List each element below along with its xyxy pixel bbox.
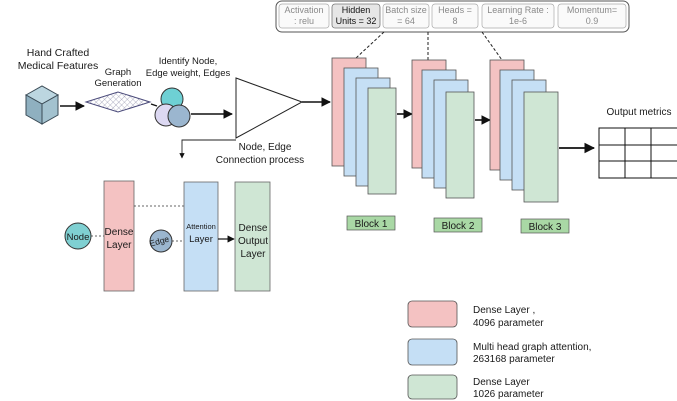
output-table-icon	[598, 127, 677, 179]
param-value: = 64	[397, 16, 415, 26]
dense-output-line2: Output	[238, 236, 268, 247]
arrow-to-detail	[179, 139, 236, 159]
graph-grid-icon	[84, 91, 152, 113]
attention-layer-line2: Layer	[189, 234, 213, 245]
node-cluster-icon	[154, 87, 191, 128]
output-metrics: Output metrics	[598, 107, 677, 179]
legend-line2: 1026 parameter	[473, 389, 544, 400]
input-stage: Hand Crafted Medical Features Graph Gene…	[18, 47, 331, 166]
graph-generation-line1: Graph	[105, 67, 131, 78]
param-batch-size: Batch size = 64	[382, 3, 430, 29]
attention-layer	[183, 181, 219, 292]
param-value: 8	[452, 16, 457, 26]
hyperparameter-panel: Activation : relu Hidden Units = 32 Batc…	[275, 0, 630, 33]
legend-line1: Dense Layer ,	[473, 305, 535, 316]
input-title-line2: Medical Features	[18, 60, 99, 72]
legend: Dense Layer , 4096 parameter Multi head …	[407, 300, 591, 400]
legend-line2: 263168 parameter	[473, 354, 555, 365]
dense-output-layer	[234, 181, 271, 292]
param-label: Momentum=	[567, 5, 617, 15]
svg-text:Block 2: Block 2	[442, 221, 475, 232]
svg-text:Block 3: Block 3	[529, 222, 562, 233]
node-label: Node	[67, 232, 90, 243]
param-hidden-units: Hidden Units = 32	[331, 3, 381, 29]
param-label: Hidden	[342, 5, 371, 15]
identify-line2: Edge weight, Edges	[146, 68, 231, 79]
param-label: Batch size	[385, 5, 427, 15]
block-1-label: Block 1	[346, 215, 396, 231]
block-2	[411, 59, 475, 199]
legend-attention: Multi head graph attention, 263168 param…	[407, 338, 591, 366]
cube-icon	[24, 85, 60, 125]
legend-line2: 4096 parameter	[473, 318, 544, 329]
graph-generation-line2: Generation	[94, 78, 141, 89]
param-heads: Heads = 8	[431, 3, 479, 29]
detail-diagram: Node Dense Layer Edge Attention Layer De…	[64, 180, 271, 292]
arrow-to-nodes	[150, 103, 158, 107]
param-label: Activation	[284, 5, 323, 15]
output-title: Output metrics	[606, 107, 671, 118]
param-label: Heads =	[438, 5, 472, 15]
panel-connectors	[355, 31, 503, 61]
dense-layer-line1: Dense	[105, 227, 134, 238]
dense-layer	[103, 180, 135, 292]
param-value: Units = 32	[336, 16, 377, 26]
process-line1: Node, Edge	[239, 142, 292, 153]
param-value: 1e-6	[509, 16, 527, 26]
legend-swatch	[407, 374, 458, 400]
block-3-label: Block 3	[520, 218, 570, 234]
block-2-label: Block 2	[433, 217, 483, 233]
dense-output-line3: Layer	[240, 249, 266, 260]
identify-line1: Identify Node,	[159, 56, 218, 67]
svg-text:Block 1: Block 1	[355, 219, 388, 230]
legend-line1: Multi head graph attention,	[473, 342, 591, 353]
block-1	[331, 57, 397, 195]
param-label: Learning Rate :	[487, 5, 549, 15]
input-title-line1: Hand Crafted	[27, 47, 90, 59]
connection-process-triangle	[235, 77, 304, 139]
legend-swatch	[407, 338, 458, 366]
param-momentum: Momentum= 0.9	[557, 3, 627, 29]
block-3	[489, 59, 559, 203]
dense-output-line1: Dense	[239, 223, 268, 234]
legend-swatch	[407, 300, 458, 328]
attention-layer-line1: Attention	[186, 222, 216, 231]
param-value: 0.9	[586, 16, 599, 26]
param-activation: Activation : relu	[278, 3, 330, 29]
param-learning-rate: Learning Rate : 1e-6	[481, 3, 555, 29]
legend-dense-layer: Dense Layer , 4096 parameter	[407, 300, 544, 329]
param-value: : relu	[294, 16, 314, 26]
legend-line1: Dense Layer	[473, 377, 530, 388]
process-line2: Connection process	[216, 155, 304, 166]
dense-layer-line2: Layer	[106, 240, 132, 251]
legend-dense-output: Dense Layer 1026 parameter	[407, 374, 544, 400]
